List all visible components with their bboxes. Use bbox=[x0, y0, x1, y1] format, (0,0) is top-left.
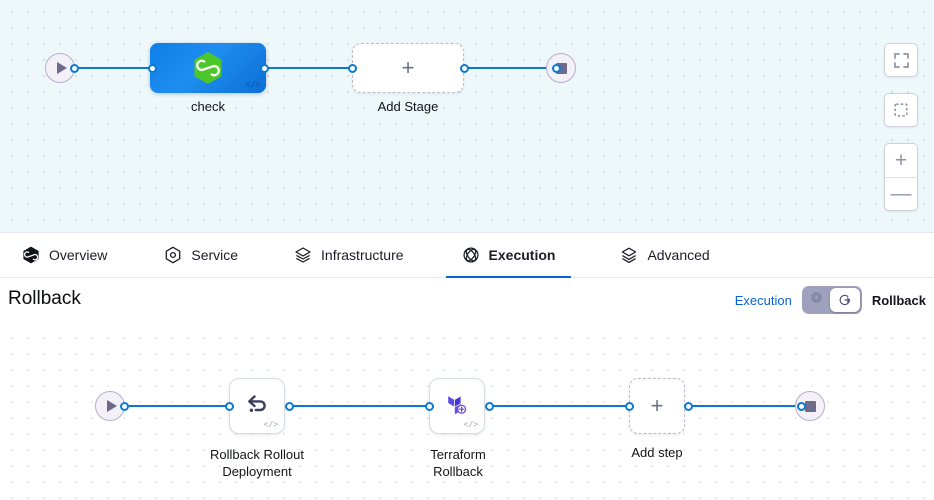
step-label-line2: Deployment bbox=[222, 464, 292, 479]
zoom-out-button[interactable]: — bbox=[884, 177, 918, 210]
select-area-button[interactable] bbox=[884, 93, 918, 127]
execution-icon bbox=[810, 291, 823, 309]
port-terraform-in[interactable] bbox=[425, 402, 434, 411]
code-badge: </> bbox=[263, 421, 278, 430]
port-rb-start-out[interactable] bbox=[120, 402, 129, 411]
add-stage-node[interactable]: + bbox=[352, 43, 464, 93]
page-title: Rollback bbox=[8, 288, 81, 309]
port-end-in[interactable] bbox=[552, 64, 561, 73]
execution-icon bbox=[462, 246, 480, 264]
edge-addstage-to-end bbox=[464, 67, 556, 69]
port-addstep-out[interactable] bbox=[684, 402, 693, 411]
code-badge: </> bbox=[463, 421, 478, 430]
fit-to-screen-button[interactable] bbox=[884, 43, 918, 77]
toggle-label-rollback[interactable]: Rollback bbox=[871, 292, 926, 308]
port-addstage-in[interactable] bbox=[348, 64, 357, 73]
tab-service[interactable]: Service bbox=[162, 232, 240, 278]
execution-rollback-switch[interactable] bbox=[801, 286, 862, 314]
tab-label: Service bbox=[191, 247, 239, 263]
tab-infrastructure[interactable]: Infrastructure bbox=[292, 232, 405, 278]
toggle-label-execution[interactable]: Execution bbox=[734, 292, 792, 308]
tab-label: Overview bbox=[49, 247, 108, 263]
edge-addstep-to-end bbox=[688, 405, 801, 407]
code-badge: </> bbox=[245, 81, 260, 90]
tab-label: Execution bbox=[488, 247, 556, 263]
step-label-line2: Rollback bbox=[433, 464, 483, 479]
rollback-step-canvas[interactable]: </> Rollback Rollout Deployment </> bbox=[0, 326, 934, 500]
port-addstage-out[interactable] bbox=[460, 64, 469, 73]
plus-icon: + bbox=[401, 55, 415, 80]
port-rb-end-in[interactable] bbox=[797, 402, 806, 411]
edge-start-to-check bbox=[74, 67, 152, 69]
tab-label: Advanced bbox=[647, 247, 710, 263]
stop-icon bbox=[804, 400, 816, 412]
tab-overview[interactable]: Overview bbox=[20, 232, 109, 278]
dashed-square-icon bbox=[884, 94, 918, 126]
step-node-terraform-rollback[interactable]: </> bbox=[429, 378, 485, 434]
minus-icon: — bbox=[890, 182, 912, 206]
zoom-in-button[interactable]: + bbox=[884, 144, 918, 177]
edge-terraform-to-addstep bbox=[489, 405, 629, 407]
edge-check-to-addstage bbox=[264, 67, 352, 69]
zoom-controls[interactable]: + — bbox=[884, 143, 918, 211]
edge-rollout-to-terraform bbox=[289, 405, 429, 407]
stage-label-check: check bbox=[191, 99, 225, 114]
rollback-arrow-icon bbox=[242, 389, 272, 424]
stage-node-check[interactable]: </> bbox=[150, 43, 266, 93]
add-step-label: Add step bbox=[631, 445, 683, 460]
fit-screen-icon bbox=[884, 44, 918, 76]
add-step-node[interactable]: + bbox=[629, 378, 685, 434]
plus-icon: + bbox=[894, 148, 908, 172]
play-icon bbox=[56, 62, 67, 74]
stop-icon bbox=[555, 62, 567, 74]
port-rollout-out[interactable] bbox=[285, 402, 294, 411]
rollback-clock-icon bbox=[839, 294, 851, 306]
harness-hexagon-icon bbox=[193, 51, 223, 85]
port-terraform-out[interactable] bbox=[485, 402, 494, 411]
step-label-rollback-rollout-deployment: Rollback Rollout Deployment bbox=[185, 446, 329, 480]
rollback-header: Rollback Execution bbox=[0, 278, 934, 326]
service-hexagon-icon bbox=[164, 246, 182, 264]
port-addstep-in[interactable] bbox=[625, 402, 634, 411]
pipeline-end-node[interactable] bbox=[546, 53, 576, 83]
infrastructure-layers-icon bbox=[294, 246, 312, 264]
step-node-rollback-rollout-deployment[interactable]: </> bbox=[229, 378, 285, 434]
add-stage-label: Add Stage bbox=[377, 99, 439, 114]
divider bbox=[884, 176, 918, 178]
pipeline-tabbar: Overview Service Infrastructure bbox=[0, 232, 934, 279]
play-icon bbox=[106, 400, 117, 412]
port-check-in[interactable] bbox=[148, 64, 157, 73]
plus-icon: + bbox=[650, 393, 664, 418]
port-rollout-in[interactable] bbox=[225, 402, 234, 411]
tab-execution[interactable]: Execution bbox=[445, 232, 572, 279]
advanced-layers-icon bbox=[620, 246, 638, 264]
tab-advanced[interactable]: Advanced bbox=[618, 232, 711, 278]
harness-hexagon-icon bbox=[22, 246, 40, 264]
stage-canvas[interactable]: </> check + Add Stage bbox=[0, 0, 934, 232]
port-start-out[interactable] bbox=[70, 64, 79, 73]
terraform-icon bbox=[442, 389, 472, 424]
port-check-out[interactable] bbox=[260, 64, 269, 73]
step-label-terraform-rollback: Terraform Rollback bbox=[393, 446, 523, 480]
execution-rollback-toggle-group: Execution Rollback bbox=[735, 286, 926, 314]
step-label-line1: Terraform bbox=[430, 447, 486, 462]
switch-knob[interactable] bbox=[829, 288, 860, 312]
step-label-line1: Rollback Rollout bbox=[210, 447, 304, 462]
tab-label: Infrastructure bbox=[321, 247, 404, 263]
edge-start-to-rollback-rollout bbox=[124, 405, 229, 407]
